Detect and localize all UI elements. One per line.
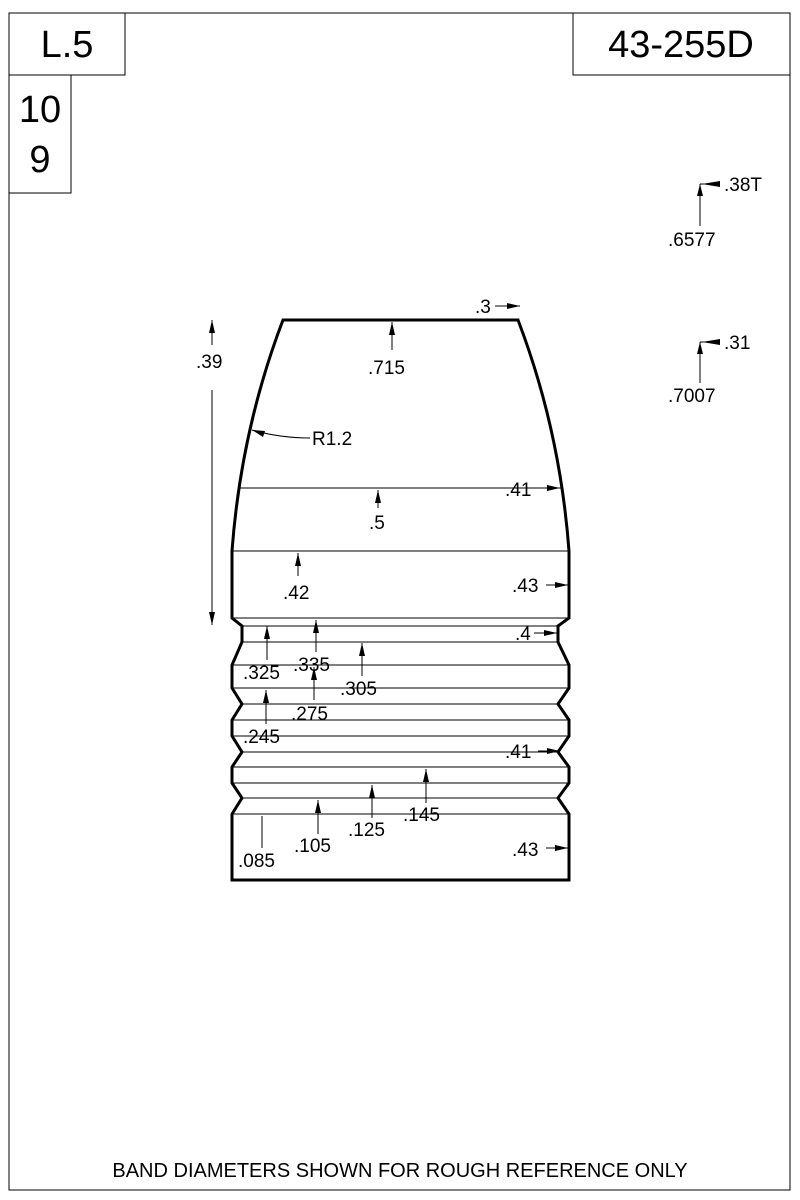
spec-a-bottom: .6577: [668, 230, 716, 251]
nose-length-label: .39: [196, 352, 222, 373]
dia-41-lower-leader: [538, 748, 560, 754]
dia-4-label: .4: [515, 624, 531, 645]
nose-length-dimension: [209, 320, 215, 625]
dia-41-upper-label: .41: [505, 480, 531, 501]
dia-105-label: .105: [294, 836, 331, 857]
dia-335-label: .335: [293, 655, 330, 676]
dia-145-leader: [423, 769, 429, 803]
dia-43-lower-leader: [546, 845, 568, 851]
dia-325-label: .325: [243, 663, 280, 684]
spec-b-callout: [697, 339, 720, 383]
dia-325-leader: [264, 626, 270, 660]
dia-43-upper-leader: [546, 582, 568, 588]
dia-275-label: .275: [291, 704, 328, 725]
dia-42-label: .42: [283, 583, 309, 604]
count-box: [8, 74, 72, 194]
nose-top-label: .715: [368, 358, 405, 379]
dia-125-label: .125: [348, 820, 385, 841]
dia-335-leader: [313, 620, 319, 652]
dia-4-leader: [534, 630, 557, 636]
spec-a-top: .38T: [724, 175, 762, 196]
dia-305-label: .305: [340, 679, 377, 700]
spec-a-callout: [697, 181, 720, 226]
dia-245-leader: [263, 690, 269, 724]
dia-43-upper-label: .43: [512, 576, 538, 597]
drawing-frame: [8, 12, 791, 1191]
dia-125-leader: [369, 785, 375, 818]
dia-43-lower-label: .43: [512, 840, 538, 861]
meplat-leader: [495, 303, 520, 309]
count-top: 10: [19, 89, 61, 131]
dia-275-leader: [311, 667, 317, 700]
dia-085-label: .085: [238, 851, 275, 872]
part-number-box: [572, 12, 791, 76]
bullet-outline: [230, 318, 571, 882]
radius-label: R1.2: [312, 429, 352, 450]
length-label: L.5: [41, 24, 94, 66]
spec-b-bottom: .7007: [668, 386, 716, 407]
dia-41-upper-leader: [538, 485, 560, 491]
radius-leader: [251, 429, 311, 439]
count-bottom: 9: [29, 139, 50, 181]
dia-5-leader: [375, 490, 381, 508]
dia-105-leader: [315, 800, 321, 834]
dia-5-label: .5: [369, 513, 385, 534]
meplat-label: .3: [475, 297, 491, 318]
spec-b-top: .31: [724, 333, 750, 354]
dia-305-leader: [359, 643, 365, 676]
dia-41-lower-label: .41: [505, 742, 531, 763]
section-lines: [232, 487, 569, 815]
nose-top-leader: [389, 322, 395, 350]
dia-245-label: .245: [243, 727, 280, 748]
footer-note: BAND DIAMETERS SHOWN FOR ROUGH REFERENCE…: [112, 1160, 687, 1182]
part-number: 43-255D: [608, 24, 754, 66]
dia-145-label: .145: [403, 805, 440, 826]
dia-42-leader: [295, 553, 301, 576]
